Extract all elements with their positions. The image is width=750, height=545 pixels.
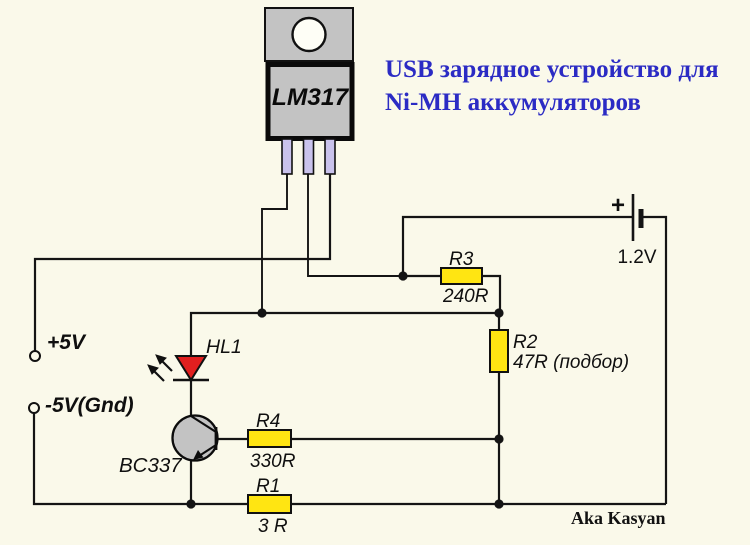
led-arrowhead	[147, 364, 159, 375]
resistor-r2-value: 47R (подбор)	[513, 352, 629, 373]
wire-adjust-rail	[189, 311, 499, 356]
wire-ground-rail-left	[32, 413, 248, 506]
resistor-r2: R2 47R (подбор)	[489, 329, 629, 373]
lm317-part-label: LM317	[272, 84, 350, 111]
terminal-minus5v-label: -5V(Gnd)	[45, 394, 134, 417]
lm317-mounting-hole	[291, 16, 327, 53]
resistor-r2-designator: R2	[513, 332, 538, 353]
resistor-r1-designator: R1	[256, 476, 280, 497]
author-signature: Aka Kasyan	[571, 508, 666, 528]
terminal-plus5v-label: +5V	[47, 331, 87, 354]
lm317-package: LM317	[264, 7, 355, 175]
input-terminals: +5V -5V(Gnd)	[28, 331, 134, 417]
wire-adjust-pin	[261, 174, 288, 313]
led-emission-arrows	[147, 354, 173, 382]
transistor-emitter-stroke	[198, 444, 217, 457]
wire-battery-minus-return	[641, 215, 668, 504]
resistor-r3-designator: R3	[449, 249, 474, 270]
resistor-r2-body	[489, 329, 509, 373]
resistor-r4: R4 330R	[247, 411, 296, 472]
terminal-minus5v	[28, 402, 40, 414]
transistor-emitter-arrowhead	[193, 450, 204, 460]
lm317-lead-vout	[302, 138, 315, 175]
battery-voltage-label: 1.2V	[617, 247, 656, 268]
battery-cell: + 1.2V	[611, 192, 657, 268]
wire-to-battery-plus	[401, 215, 632, 276]
transistor-designator-label: BC337	[119, 454, 183, 477]
lm317-lead-vin	[324, 138, 336, 175]
junction-dot	[494, 499, 504, 509]
wire-r3-right	[482, 274, 502, 314]
led-triangle	[174, 355, 208, 382]
terminal-plus5v	[29, 350, 41, 362]
resistor-r1-value: 3 R	[258, 516, 288, 537]
transistor-bc337: BC337	[119, 414, 219, 477]
title-line-2: Ni-MH аккумуляторов	[385, 89, 641, 116]
resistor-r3: R3 240R	[440, 249, 489, 307]
lm317-body	[265, 62, 355, 141]
resistor-r1-body	[247, 494, 292, 514]
resistor-r3-value: 240R	[442, 286, 489, 307]
led-arrowhead	[155, 354, 167, 365]
transistor-collector-stroke	[190, 415, 217, 433]
led-hl1: HL1	[147, 336, 242, 382]
junction-dots	[186, 271, 504, 509]
junction-dot	[494, 308, 504, 318]
junction-dot	[257, 308, 267, 318]
battery-plus-sign: +	[611, 192, 625, 219]
lm317-leads	[281, 138, 336, 175]
led-designator-label: HL1	[206, 336, 242, 358]
title-line-1: USB зарядное устройство для	[385, 56, 719, 83]
resistor-r1: R1 3 R	[247, 476, 292, 537]
junction-dot	[494, 434, 504, 444]
resistor-r3-body	[440, 267, 483, 285]
junction-dot	[186, 499, 196, 509]
lm317-lead-adjust	[281, 138, 293, 175]
resistor-r4-designator: R4	[256, 411, 280, 432]
resistor-r4-value: 330R	[250, 451, 296, 472]
wire-plus5v-to-vin	[33, 174, 332, 351]
wire-vout-pin	[307, 174, 403, 277]
resistor-r4-body	[247, 429, 292, 448]
wiring	[32, 174, 668, 506]
schematic-title: USB зарядное устройство для Ni-MH аккуму…	[385, 56, 719, 116]
junction-dot	[398, 271, 408, 281]
